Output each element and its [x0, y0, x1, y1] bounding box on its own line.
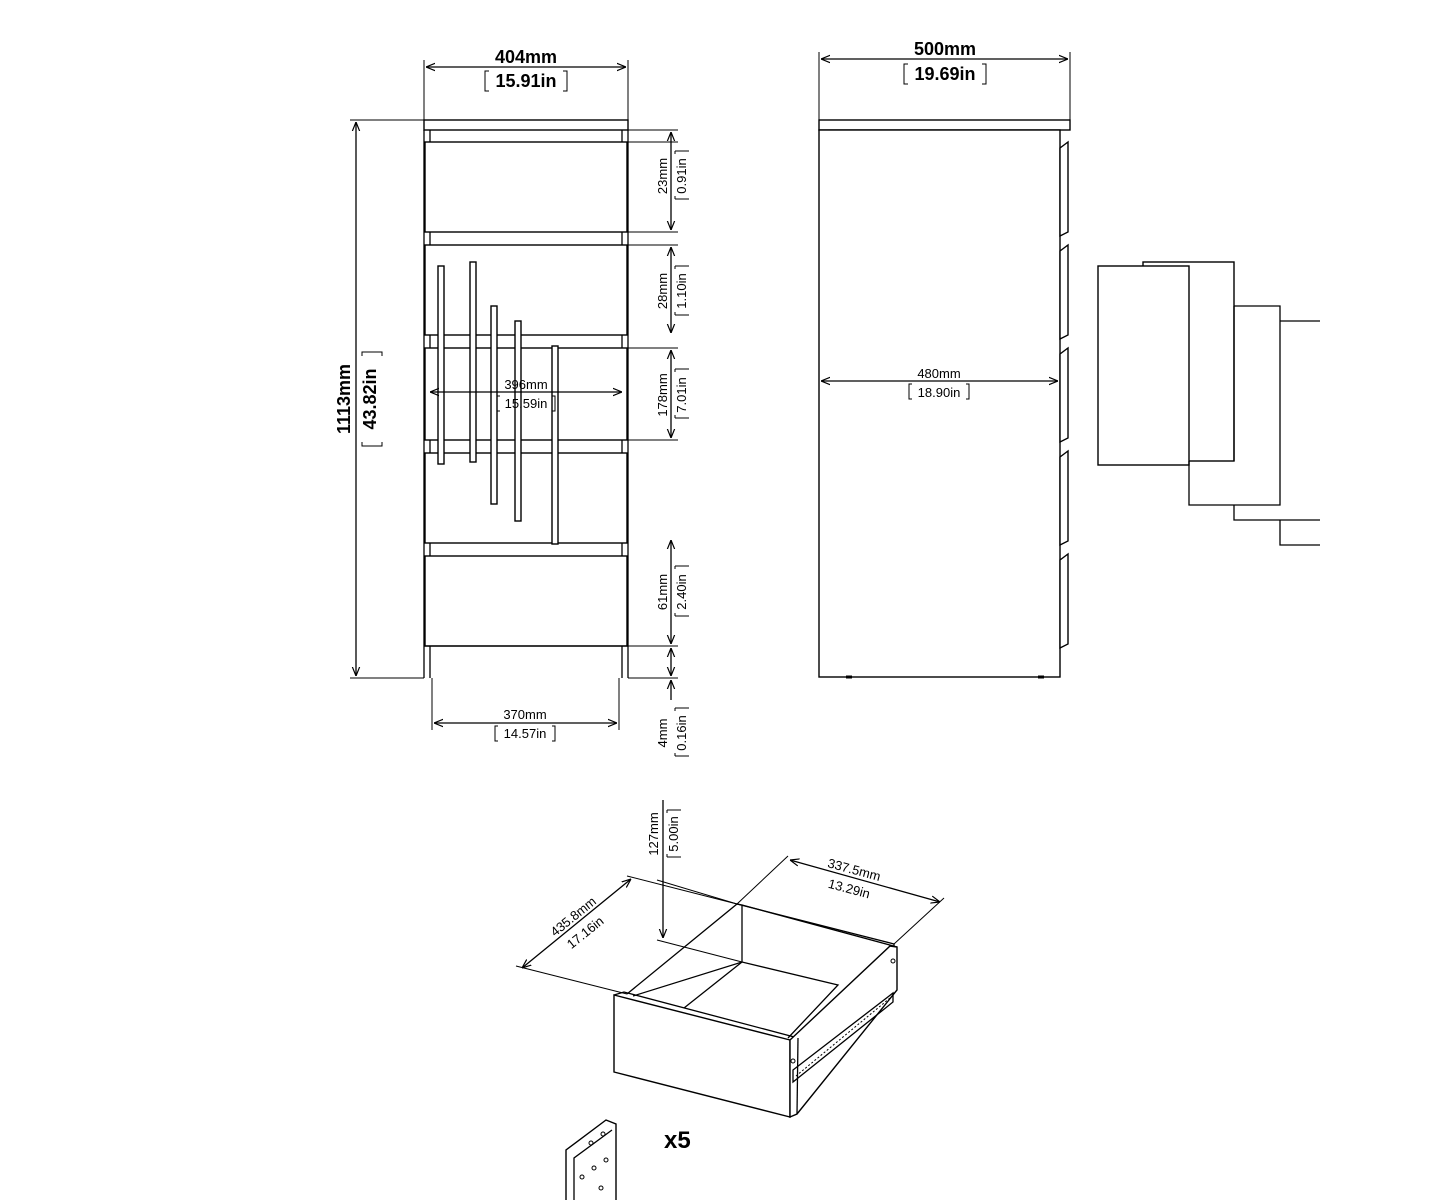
- drawer-profile: [1059, 449, 1069, 547]
- gap-1-in: 0.91in: [674, 158, 689, 193]
- handle-bar: [551, 345, 559, 545]
- handle-bar: [514, 320, 522, 522]
- side-top-panel: [818, 119, 1071, 131]
- side-depth-mm: 500mm: [914, 39, 976, 59]
- drawer-profile: [1059, 140, 1069, 238]
- handle-bar: [490, 305, 498, 505]
- front-view: 404mm 15.91in 396mm 15.59in: [334, 47, 689, 757]
- gap-2-in: 1.10in: [674, 273, 689, 308]
- plinth-height-mm: 61mm: [655, 574, 670, 610]
- front-width-dimension: 404mm 15.91in: [423, 47, 629, 130]
- drawer-front-3: [424, 347, 628, 441]
- drawer-profile: [1059, 346, 1069, 444]
- side-depth-in: 19.69in: [914, 64, 975, 84]
- inner-width-in: 15.59in: [505, 396, 548, 411]
- gap-2-mm: 28mm: [655, 273, 670, 309]
- drawer-height-mm: 127mm: [646, 812, 661, 855]
- inner-depth-mm: 480mm: [917, 366, 960, 381]
- overall-height-mm: 1113mm: [334, 364, 354, 434]
- runner-piece: [565, 1119, 617, 1200]
- drawer-front-height-in: 7.01in: [674, 377, 689, 412]
- gap-1-mm: 23mm: [655, 158, 670, 194]
- drawer-quantity: x5: [664, 1127, 691, 1154]
- handle-bar: [469, 261, 477, 463]
- plinth-height-in: 2.40in: [674, 574, 689, 609]
- drawer-front-5: [424, 555, 628, 647]
- handle-detail: [1097, 261, 1320, 546]
- drawer-front-4: [424, 452, 628, 544]
- drawer-isometric: 127mm 5.00in 435.8mm 17.16in 337.5mm 13.…: [515, 800, 945, 1154]
- drawer-front-panel: [613, 994, 791, 1118]
- side-view: 500mm 19.69in 480mm 18.90in: [818, 39, 1071, 679]
- side-inner-depth-dimension: 480mm 18.90in: [821, 366, 1058, 400]
- drawer-front-1: [424, 141, 628, 233]
- right-dimensions: 23mm 0.91in 28mm 1.10in 178mm 7.01in 61m…: [628, 129, 689, 757]
- top-panel: [423, 119, 629, 131]
- drawer-front-height-mm: 178mm: [655, 373, 670, 416]
- base-width-dimension: 370mm 14.57in: [431, 678, 620, 742]
- drawer-front-2: [424, 244, 628, 336]
- front-width-in: 15.91in: [495, 71, 556, 91]
- drawer-height-dimension: 127mm 5.00in: [646, 800, 743, 963]
- side-panel: [818, 129, 1061, 678]
- side-depth-dimension: 500mm 19.69in: [818, 39, 1071, 120]
- overall-height-in: 43.82in: [360, 368, 380, 429]
- drawer-profile: [1059, 243, 1069, 341]
- feet-height-mm: 4mm: [655, 719, 670, 748]
- inner-depth-in: 18.90in: [918, 385, 961, 400]
- inner-width-mm: 396mm: [504, 377, 547, 392]
- feet-height-in: 0.16in: [674, 715, 689, 750]
- base-width-in: 14.57in: [504, 726, 547, 741]
- front-width-mm: 404mm: [495, 47, 557, 67]
- drawer-profile: [1059, 552, 1069, 650]
- base-width-mm: 370mm: [503, 707, 546, 722]
- handle-bar: [437, 265, 445, 465]
- inner-width-dimension: 396mm 15.59in: [430, 377, 622, 412]
- drawer-height-in: 5.00in: [666, 816, 681, 851]
- overall-height-dimension: 1113mm 43.82in: [334, 119, 424, 679]
